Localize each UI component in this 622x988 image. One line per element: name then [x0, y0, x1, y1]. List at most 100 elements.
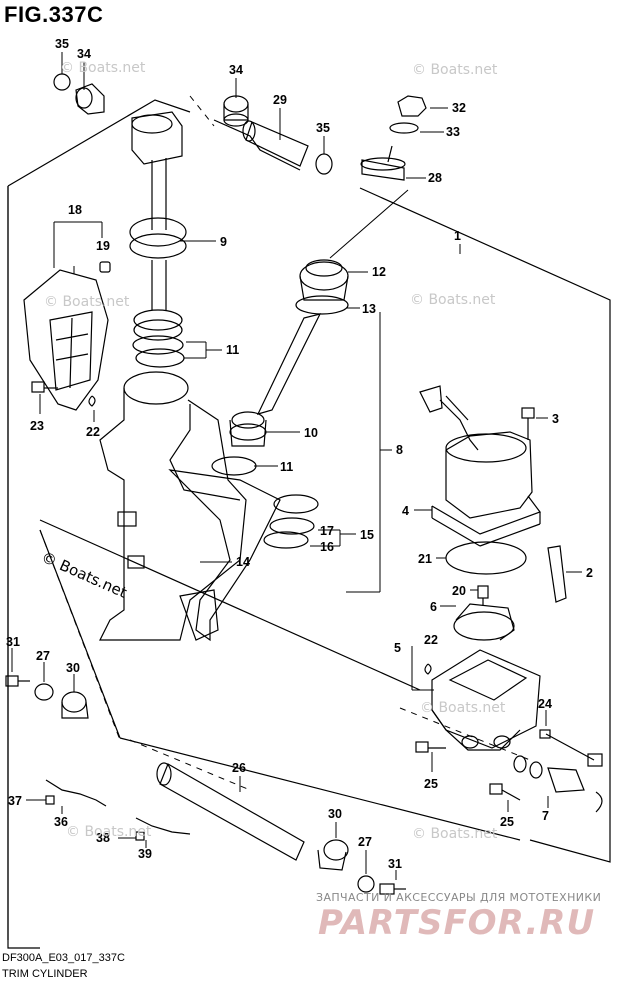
part-33-washer [389, 122, 419, 134]
part-30-bushing-right [317, 839, 349, 871]
part-27-washer-left [34, 683, 54, 701]
callout-3: 3 [552, 412, 559, 426]
callout-37: 37 [8, 794, 22, 808]
callout-22-left: 22 [86, 425, 100, 439]
callout-33: 33 [446, 125, 460, 139]
part-20-valve [477, 585, 489, 606]
callout-30-right: 30 [328, 807, 342, 821]
callout-34-left: 34 [77, 47, 91, 61]
part-38-screw [135, 831, 145, 841]
callout-31-left: 31 [6, 635, 20, 649]
part-29-pin [242, 120, 309, 167]
part-26-pin [156, 762, 305, 861]
part-27-washer-right [357, 875, 375, 893]
brand-tagline: ЗАПЧАСТИ И АКСЕССУАРЫ ДЛЯ МОТОТЕХНИКИ [316, 891, 602, 904]
part-14-tilt-arm [168, 469, 281, 642]
callout-1: 1 [454, 229, 461, 243]
callout-27-left: 27 [36, 649, 50, 663]
callout-36: 36 [54, 815, 68, 829]
part-25-screw-b [489, 783, 521, 801]
part-31-bolt-left [5, 675, 30, 687]
part-31-bolt-right [379, 883, 406, 895]
part-22-clip-left [88, 395, 96, 407]
callout-5: 5 [394, 641, 401, 655]
part-23-bolt [31, 381, 58, 393]
watermark-mid-left: © Boats.net [44, 294, 130, 310]
callout-12: 12 [372, 265, 386, 279]
boundary-lower [39, 519, 521, 841]
part-7-valve [547, 767, 585, 793]
part-12-cap [299, 259, 349, 301]
watermark-bottom-right: © Boats.net [412, 826, 498, 842]
part-30-bushing-left [61, 691, 89, 719]
watermark-top-left: © Boats.net [60, 60, 146, 76]
part-7-ring-a [513, 755, 527, 773]
callout-35-left: 35 [55, 37, 69, 51]
part-19-nut [99, 261, 111, 273]
part-25-screw-a [415, 741, 446, 753]
callout-38: 38 [96, 831, 110, 845]
callout-31-right: 31 [388, 857, 402, 871]
callout-10: 10 [304, 426, 318, 440]
callout-16: 16 [320, 540, 334, 554]
callout-18: 18 [68, 203, 82, 217]
callout-7: 7 [542, 809, 549, 823]
part-28-stud [360, 145, 406, 181]
brand-logo: PARTSFOR.RU [318, 903, 596, 943]
callout-2: 2 [586, 566, 593, 580]
part-cylinder-body [99, 371, 247, 641]
figure-code: DF300A_E03_017_337C [2, 952, 125, 964]
callout-20: 20 [452, 584, 466, 598]
callout-22-right: 22 [424, 633, 438, 647]
part-7-ring-b [529, 761, 543, 779]
callout-11-lower: 11 [280, 460, 293, 474]
callout-6: 6 [430, 600, 437, 614]
callout-34-top: 34 [229, 63, 243, 77]
callout-9: 9 [220, 235, 227, 249]
part-7-circlip [595, 791, 603, 813]
part-37-screw [45, 795, 55, 805]
callout-21: 21 [418, 552, 432, 566]
part-13-oring [295, 295, 349, 315]
watermark-mid-right: © Boats.net [410, 292, 496, 308]
part-17-seal [269, 517, 315, 535]
callout-24: 24 [538, 697, 552, 711]
callout-11-upper: 11 [226, 343, 239, 357]
part-16-seal [263, 531, 309, 549]
box-left-vert [7, 186, 40, 949]
callout-32: 32 [452, 101, 466, 115]
callout-15: 15 [360, 528, 374, 542]
callout-35-top: 35 [316, 121, 330, 135]
callout-19: 19 [96, 239, 110, 253]
part-35-ring-left [53, 73, 71, 91]
watermark-lower-right: © Boats.net [420, 700, 506, 716]
callout-25-left: 25 [424, 777, 438, 791]
part-11-ring-lower [211, 456, 257, 476]
part-24-bolt [539, 729, 603, 767]
part-32-nut [397, 95, 427, 117]
part-34-bushing-left [75, 83, 105, 115]
callout-17: 17 [320, 524, 334, 538]
part-9-rod [129, 111, 187, 341]
part-18-cover [23, 269, 109, 411]
part-22-clip-right [424, 663, 432, 675]
watermark-top-right: © Boats.net [412, 62, 498, 78]
section-title: TRIM CYLINDER [2, 968, 88, 980]
callout-4: 4 [402, 504, 409, 518]
callout-26: 26 [232, 761, 246, 775]
callout-30-left: 30 [66, 661, 80, 675]
part-6-gear [453, 603, 515, 641]
watermark-bottom-left: © Boats.net [66, 824, 152, 840]
part-4-motor [419, 385, 541, 547]
part-2-bracket [547, 545, 567, 603]
callout-29: 29 [273, 93, 287, 107]
part-21-oring [445, 541, 527, 575]
part-15-seal [273, 494, 319, 514]
part-36-strap [45, 779, 107, 807]
callout-39: 39 [138, 847, 152, 861]
part-39-strap [135, 817, 191, 835]
callout-8: 8 [396, 443, 403, 457]
callout-28: 28 [428, 171, 442, 185]
callout-23: 23 [30, 419, 44, 433]
